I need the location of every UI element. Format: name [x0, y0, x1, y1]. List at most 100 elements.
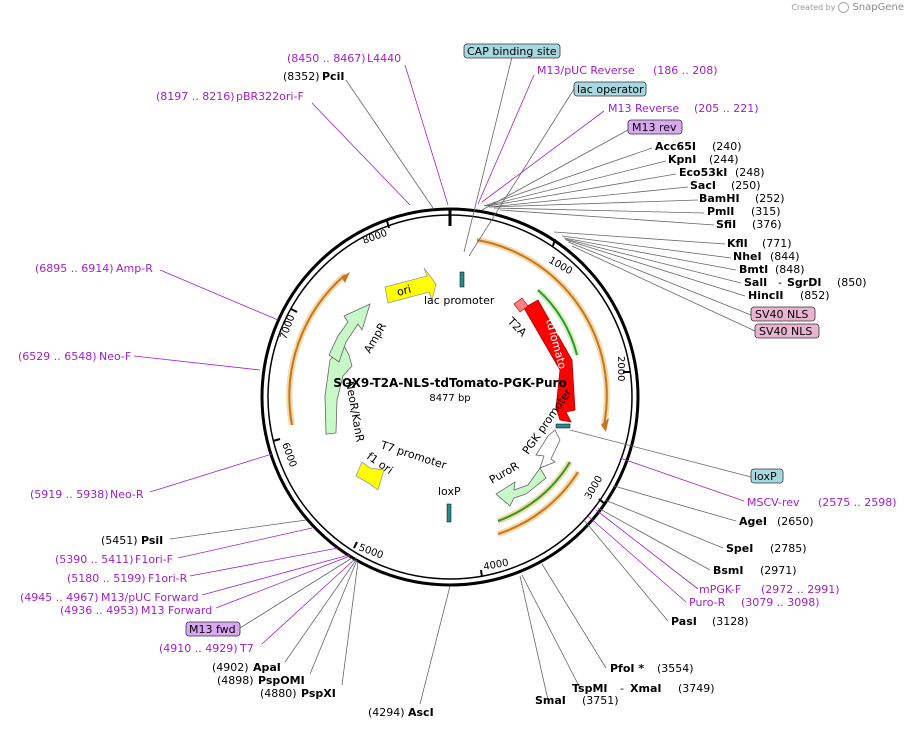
- leader-m13fwd-p: [215, 555, 351, 609]
- leader-puror-p: [587, 515, 687, 603]
- leader-pasi: [583, 519, 669, 622]
- nhei-name: NheI: [733, 250, 762, 263]
- tick-label-6000: 6000: [279, 441, 298, 469]
- leader-t7: [261, 557, 357, 645]
- leader-m13rev: [481, 129, 629, 211]
- tick-label-2000: 2000: [615, 356, 626, 381]
- leader-m13puc-rev: [477, 74, 535, 205]
- tspmi-sep: -: [620, 682, 624, 695]
- leader-pspomi: [309, 559, 358, 675]
- ori-arrow: [384, 267, 437, 304]
- leader-kpni: [485, 160, 667, 207]
- pfoi-pos: (3554): [657, 662, 694, 675]
- acc65i-name: Acc65I: [655, 140, 696, 153]
- tick-label-4000: 4000: [483, 558, 510, 573]
- loxp-marker-2: [555, 423, 571, 429]
- m13-forward-name: M13 Forward: [141, 604, 212, 617]
- m13-rev-box-label: M13 rev: [632, 121, 677, 134]
- pasi-name: PasI: [671, 615, 697, 628]
- puror-primer-name: Puro-R: [689, 596, 726, 609]
- neor-kanr-arrow: [324, 343, 353, 435]
- msclv-rev-coords: (2575 .. 2598): [818, 496, 897, 509]
- leader-acc65i: [483, 147, 653, 207]
- pfoi-name: PfoI *: [610, 662, 644, 675]
- f1ori-f-coords: (5390 .. 5411): [55, 553, 134, 566]
- asci-name: AscI: [408, 706, 434, 719]
- kfli-name: KflI: [727, 237, 748, 250]
- leader-pcii: [345, 79, 434, 209]
- leader-pbr322: [311, 102, 411, 206]
- sv40-nls-box-1: [750, 306, 816, 322]
- leader-tspmi: [521, 574, 581, 689]
- leader-asci: [419, 585, 451, 705]
- pspxi-name: PspXI: [301, 687, 336, 700]
- xmai-name: XmaI: [630, 682, 661, 695]
- l4440-name: L4440: [367, 52, 401, 65]
- orf-arc-2: [497, 471, 579, 535]
- pspomi-pos: (4898): [217, 674, 254, 687]
- m13-rev-box: [627, 119, 683, 135]
- pmli-name: PmlI: [707, 205, 734, 218]
- m13-fwd-box-label: M13 fwd: [189, 623, 236, 636]
- leader-f1ori-f: [177, 527, 313, 559]
- bamhi-pos: (252): [755, 192, 785, 205]
- leader-pmli: [493, 207, 705, 214]
- m13-fwd-box: [185, 621, 241, 637]
- m13-reverse-coords: (205 .. 221): [694, 102, 759, 115]
- kpni-name: KpnI: [668, 153, 696, 166]
- leader-m13-reverse: [481, 110, 605, 203]
- apai-name: ApaI: [253, 661, 281, 674]
- leader-bsmi: [597, 507, 711, 571]
- ampr-arrow: [328, 303, 371, 363]
- m13-reverse-name: M13 Reverse: [608, 102, 679, 115]
- loxp-marker: [446, 503, 452, 523]
- leader-l4440: [404, 64, 449, 206]
- leader-loxp-box: [569, 429, 752, 478]
- mpgkf-coords: (2972 .. 2991): [761, 583, 840, 596]
- pcii-name: PciI: [322, 70, 344, 83]
- orf-arc-3: [497, 461, 571, 522]
- tick-1000: [552, 238, 556, 247]
- pmli-pos: (315): [751, 205, 781, 218]
- saci-pos: (250): [731, 179, 761, 192]
- tick-label-7000: 7000: [278, 313, 297, 341]
- leader-m13fwd-box: [239, 557, 353, 629]
- sali-pos: (850): [837, 276, 867, 289]
- neor-primer-coords: (5919 .. 5938): [30, 488, 109, 501]
- neor-primer-name: Neo-R: [110, 488, 144, 501]
- cap-binding-box: [463, 43, 561, 59]
- f1ori-r-name: F1ori-R: [148, 572, 188, 585]
- leader-ampr-p: [159, 269, 279, 321]
- pcii-pos: (8352): [283, 70, 320, 83]
- eco53ki-name: Eco53kI: [679, 166, 727, 179]
- neof-name: Neo-F: [99, 350, 131, 363]
- acc65i-pos: (240): [712, 140, 742, 153]
- orf-arc-4-arrow: [341, 272, 350, 283]
- leader-eco53ki: [487, 173, 677, 207]
- bsmi-pos: (2971): [760, 564, 797, 577]
- psii-pos: (5451): [101, 534, 138, 547]
- m13puc-fwd-coords: (4945 .. 4967): [20, 591, 99, 604]
- pspxi-pos: (4880): [260, 687, 297, 700]
- ring-ticks: [272, 220, 630, 578]
- f1-ori-arrow: [355, 461, 385, 491]
- loxp-box-label: loxP: [754, 470, 777, 483]
- leader-f1ori-r: [189, 547, 339, 577]
- leader-smai: [519, 575, 549, 701]
- leader-neor-p: [149, 453, 273, 493]
- bmti-name: BmtI: [739, 263, 768, 276]
- leader-psii: [169, 519, 307, 540]
- tick-label-5000: 5000: [357, 542, 385, 561]
- ampr-primer-coords: (6895 .. 6914): [35, 262, 114, 275]
- puror-label: PuroR: [487, 459, 522, 486]
- plasmid-name: SOX9-T2A-NLS-tdTomato-PGK-Puro: [333, 376, 566, 390]
- smai-pos: (3751): [582, 694, 619, 707]
- puror-arrow: [495, 467, 547, 507]
- leader-sali: [564, 238, 742, 284]
- t2a-label: T2A: [504, 314, 529, 339]
- sv40-nls-box-1-label: SV40 NLS: [755, 308, 808, 321]
- psii-name: PsiI: [141, 534, 163, 547]
- leader-bamhi: [489, 199, 699, 208]
- saci-name: SacI: [690, 179, 716, 192]
